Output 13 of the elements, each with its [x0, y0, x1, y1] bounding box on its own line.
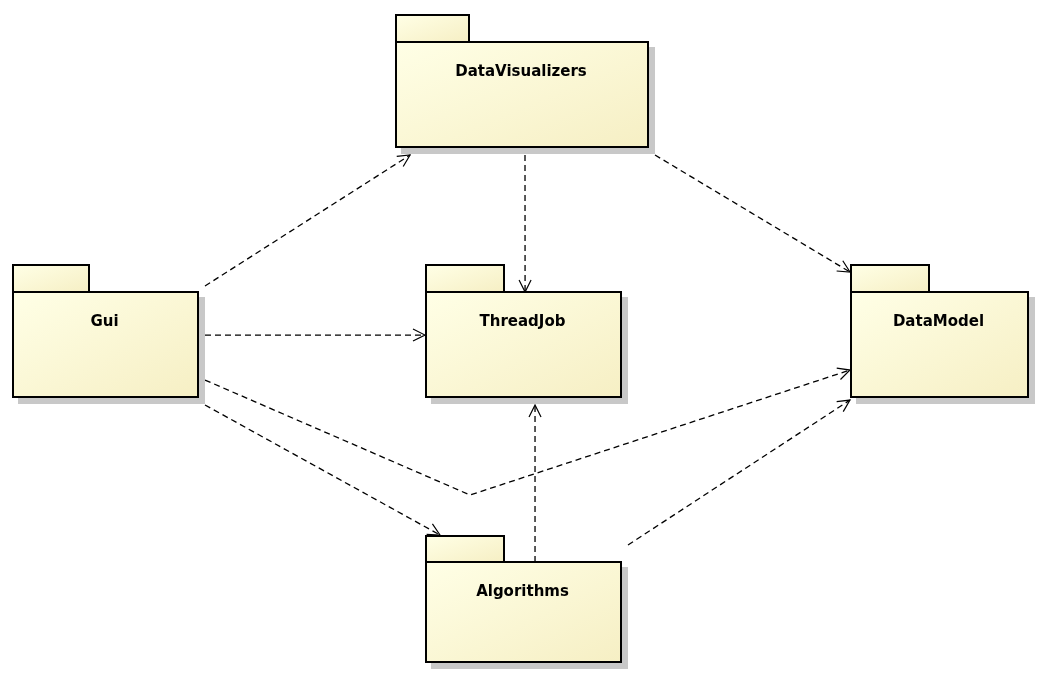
dependency-arrow: [528, 404, 542, 563]
package-name: Gui: [89, 312, 120, 330]
dependency-arrow: [204, 328, 426, 342]
dependency-arrow: [204, 154, 411, 287]
dependency-arrow: [654, 154, 851, 273]
dependency-arrow: [627, 399, 851, 546]
package-name: DataVisualizers: [454, 62, 588, 80]
dependency-arrow: [204, 367, 851, 496]
package-name: DataModel: [891, 312, 986, 330]
package-name: Algorithms: [475, 582, 570, 600]
dependency-arrow: [204, 404, 441, 536]
dependency-arrow: [518, 154, 532, 293]
package-name: ThreadJob: [478, 312, 567, 330]
